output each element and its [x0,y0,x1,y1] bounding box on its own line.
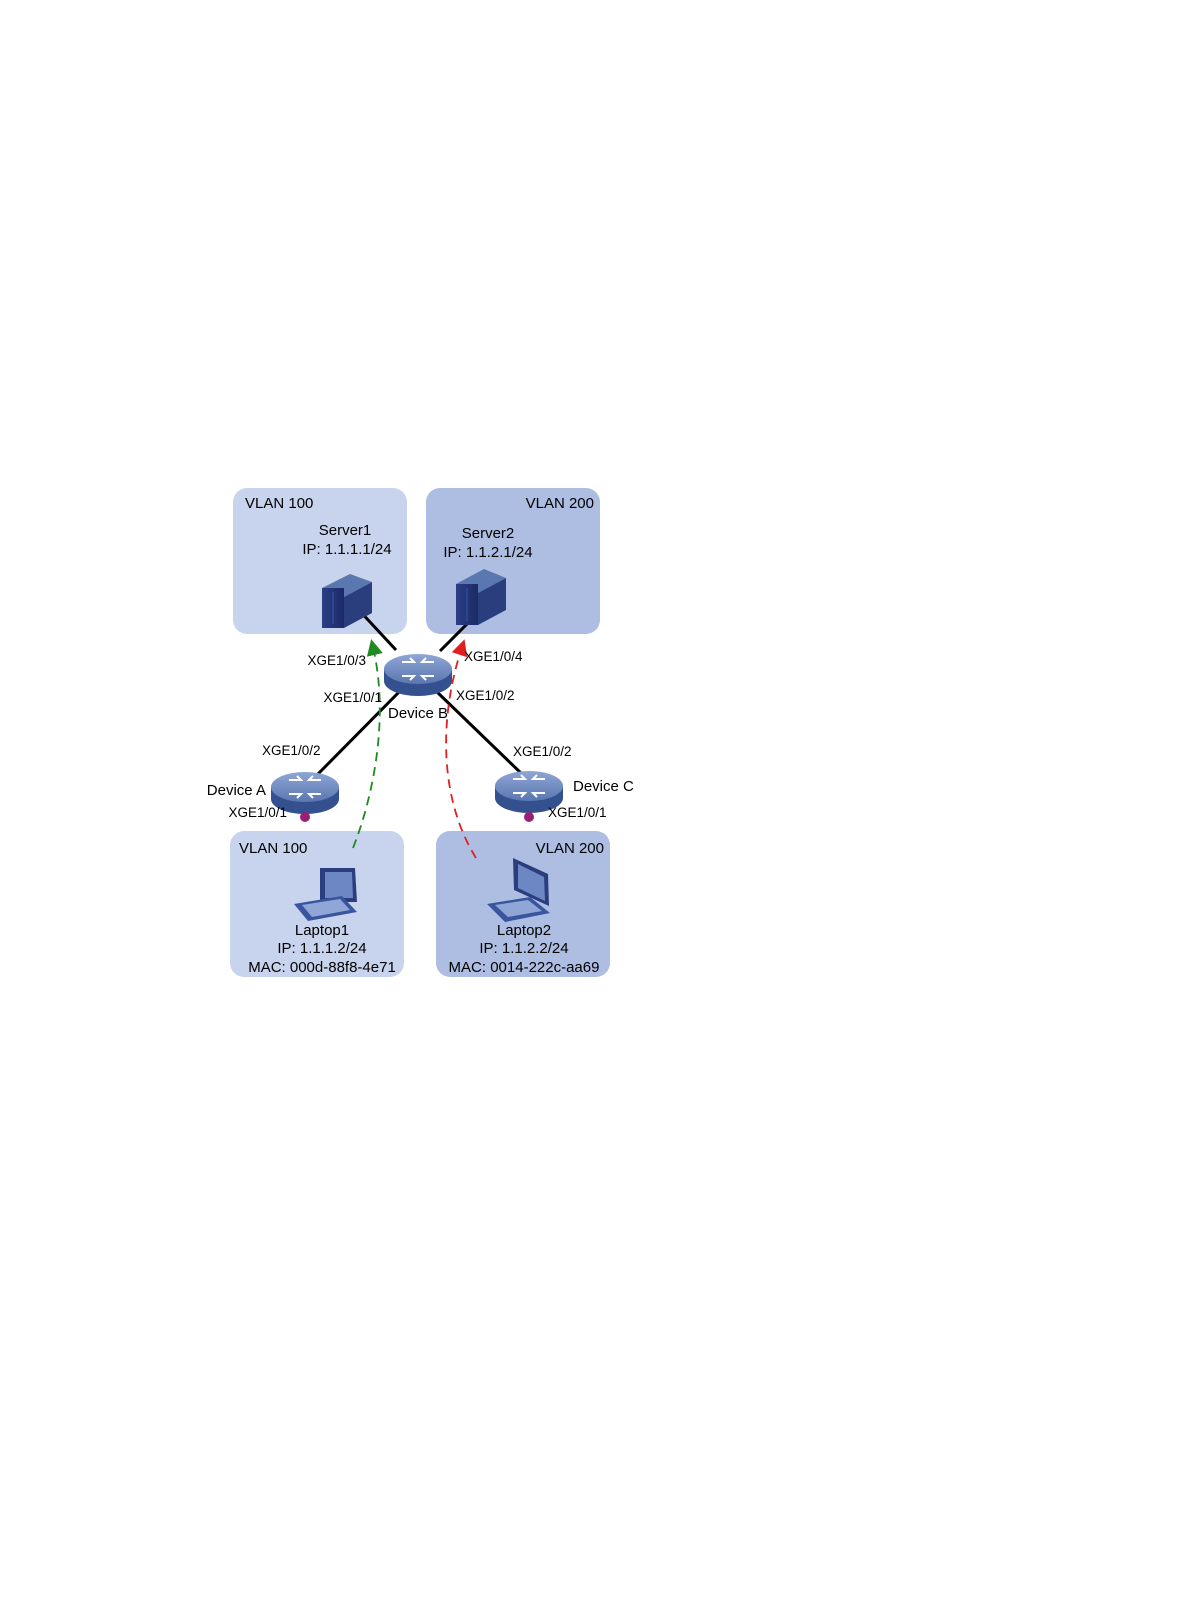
zone-bl-vlan-label: VLAN 100 [239,840,307,857]
device-a-label: Device A [207,782,266,799]
device-c-port-dot [524,812,534,822]
laptop1-ip: IP: 1.1.1.2/24 [277,940,366,957]
device-b-label: Device B [388,705,448,722]
port-b-device-c: XGE1/0/2 [456,688,515,703]
zone-tl-vlan-label: VLAN 100 [245,495,313,512]
laptop2-mac: MAC: 0014-222c-aa69 [449,959,600,976]
server1-ip: IP: 1.1.1.1/24 [302,541,391,558]
port-c-up: XGE1/0/2 [513,744,572,759]
port-a-up: XGE1/0/2 [262,743,321,758]
laptop1-name: Laptop1 [295,922,349,939]
zone-br-vlan-label: VLAN 200 [536,840,604,857]
laptop1-mac: MAC: 000d-88f8-4e71 [248,959,396,976]
port-a-down: XGE1/0/1 [228,805,287,820]
link-device-c-device-b [436,691,524,776]
port-b-server1: XGE1/0/3 [307,653,366,668]
server2-ip: IP: 1.1.2.1/24 [443,544,532,561]
device-c-label: Device C [573,778,634,795]
port-b-server2: XGE1/0/4 [464,649,523,664]
laptop2-name: Laptop2 [497,922,551,939]
port-c-down: XGE1/0/1 [548,805,607,820]
flow-vlan100-arrow [353,647,380,848]
port-b-device-a: XGE1/0/1 [323,690,382,705]
zone-tr-vlan-label: VLAN 200 [526,495,594,512]
server1-name: Server1 [319,522,372,539]
laptop2-ip: IP: 1.1.2.2/24 [479,940,568,957]
device-b-switch-icon [384,654,452,696]
server2-name: Server2 [462,525,515,542]
device-a-port-dot [300,812,310,822]
